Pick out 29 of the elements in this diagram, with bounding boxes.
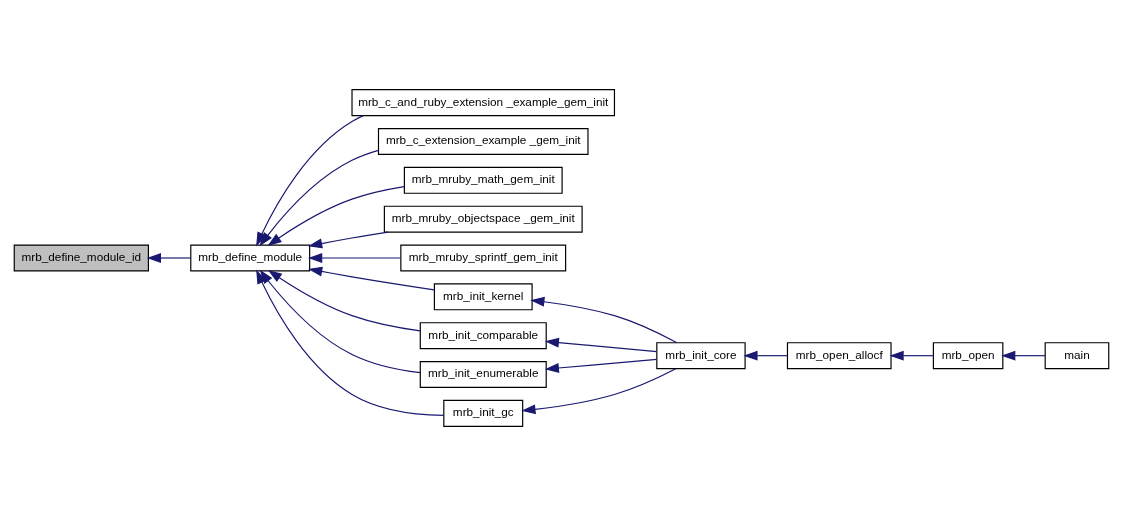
node-box: mrb_define_module_id	[13, 243, 149, 272]
arrow	[521, 367, 677, 414]
arrow	[308, 231, 389, 248]
node-box: mrb_open_allocf	[786, 341, 892, 369]
arrow	[259, 149, 379, 246]
arrow	[308, 266, 435, 290]
node-box: main	[1044, 341, 1110, 369]
arrow	[544, 337, 658, 352]
node-box: mrb_c_extension_example _gem_init	[377, 127, 589, 155]
node-box: mrb_init_core	[656, 341, 746, 369]
node-box: mrb_init_gc	[443, 399, 524, 427]
arrow	[530, 296, 678, 343]
node-box: mrb_define_module	[190, 243, 311, 272]
node-box: mrb_init_enumerable	[419, 360, 547, 388]
node-box: mrb_open	[932, 341, 1004, 369]
arrow	[267, 269, 421, 331]
arrow	[743, 350, 789, 361]
node-box: mrb_mruby_objectspace _gem_init	[383, 205, 583, 233]
node-box: mrb_init_kernel	[433, 282, 533, 310]
arrow	[308, 252, 402, 263]
node-box: mrb_mruby_sprintf_gem_init	[400, 243, 567, 272]
arrow	[1001, 350, 1046, 361]
arrow	[267, 185, 405, 246]
node-box: mrb_init_comparable	[419, 321, 547, 349]
arrow	[146, 252, 191, 263]
arrow	[544, 358, 658, 373]
node-box: mrb_c_and_ruby_extension _example_gem_init	[351, 88, 616, 116]
arrow	[889, 350, 934, 361]
node-box: mrb_mruby_math_gem_init	[403, 166, 563, 194]
